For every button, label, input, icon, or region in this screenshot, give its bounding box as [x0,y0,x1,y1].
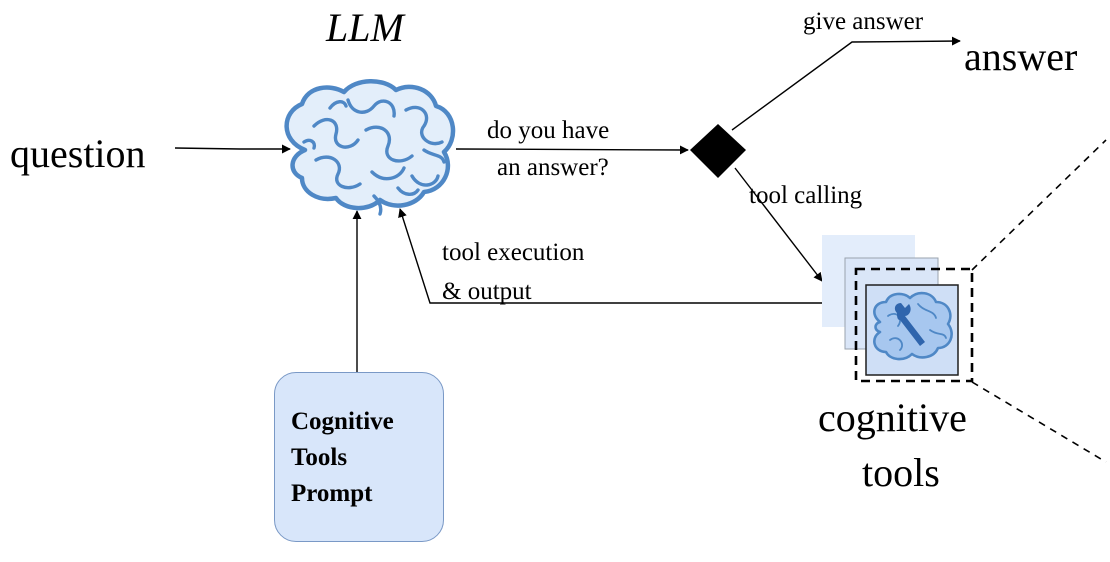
llm-to-decision-arrow [455,145,689,155]
llm-title: LLM [326,5,404,50]
diamond-decision-icon [690,124,746,178]
cognitive-tools-line-2: tools [862,450,940,495]
give-answer-label: give answer [803,8,924,35]
brain-icon [284,79,456,216]
answer-label: answer [964,34,1078,79]
prompt-line-2: Tools [291,444,348,471]
question-arrow [174,144,291,154]
prompt-line-3: Prompt [291,480,373,507]
zoom-line-bottom [971,381,1107,463]
decision-question-line-1: do you have [487,117,610,144]
cognitive-tools-line-1: cognitive [818,395,967,440]
cognitive-tools-prompt-box: Cognitive Tools Prompt [274,372,444,542]
prompt-line-1: Cognitive [291,408,394,435]
give-answer-arrow [731,36,961,131]
zoom-line-top [971,139,1107,271]
tool-highlight-frame [854,267,974,383]
tool-calling-label: tool calling [749,182,863,209]
decision-question-line-2: an answer? [497,154,609,181]
question-label: question [10,131,146,176]
tool-execution-line-2: & output [442,278,532,305]
brain-wrench-icon [873,291,953,361]
tool-calling-arrow [734,167,823,282]
tool-execution-line-1: tool execution [442,239,585,266]
tool-output-arrow [398,208,822,304]
